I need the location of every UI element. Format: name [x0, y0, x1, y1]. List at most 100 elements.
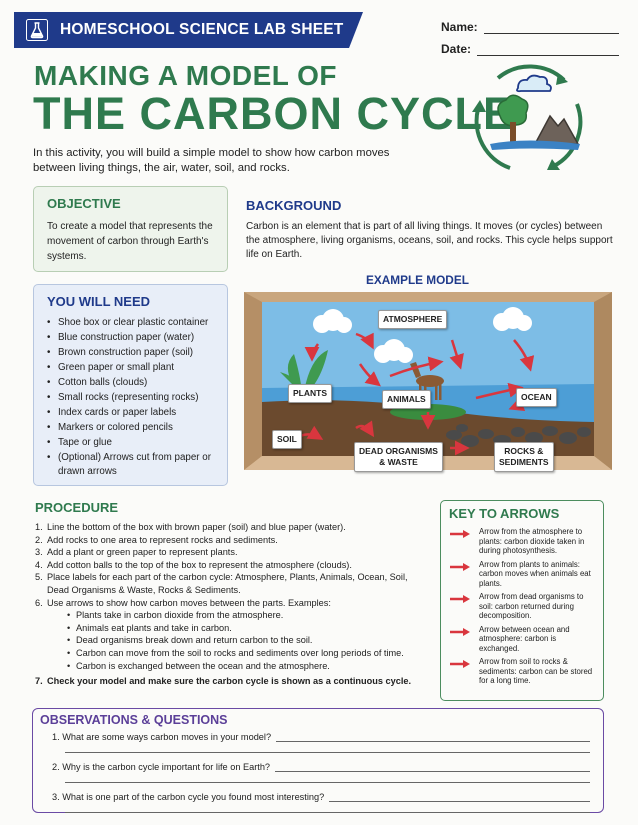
header-banner: HOMESCHOOL SCIENCE LAB SHEET: [14, 12, 363, 48]
step-text: Check your model and make sure the carbo…: [47, 676, 412, 687]
arrow-key-box: KEY TO ARROWS Arrow from the atmosphere …: [440, 500, 604, 701]
step-number: 6.: [35, 597, 43, 608]
question-row: 1. What are some ways carbon moves in yo…: [52, 732, 596, 742]
answer-line[interactable]: [65, 802, 590, 813]
answer-line[interactable]: [276, 732, 590, 742]
materials-heading: YOU WILL NEED: [47, 294, 151, 309]
objective-box: OBJECTIVE To create a model that represe…: [33, 186, 228, 272]
procedure-example: Dead organisms break down and return car…: [67, 634, 430, 647]
materials-item: (Optional) Arrows cut from paper or draw…: [47, 451, 214, 479]
background-section: BACKGROUND Carbon is an element that is …: [246, 198, 616, 262]
procedure-examples: Plants take in carbon dioxide from the a…: [67, 609, 430, 672]
flask-icon: [26, 19, 48, 41]
label-rocks-line-2: SEDIMENTS: [499, 457, 549, 467]
arrow-key-item: Arrow from dead organisms to soil: carbo…: [449, 592, 595, 621]
step-number: 7.: [35, 676, 43, 687]
procedure-step: 6. Use arrows to show how carbon moves be…: [35, 597, 430, 673]
procedure-heading: PROCEDURE: [35, 500, 119, 515]
carbon-cycle-logo-icon: [472, 64, 583, 170]
observations-box: OBSERVATIONS & QUESTIONS 1. What are som…: [32, 708, 604, 813]
label-dead-line-1: DEAD ORGANISMS: [359, 446, 438, 456]
materials-item: Blue construction paper (water): [47, 331, 214, 345]
red-arrow-icon: [450, 530, 470, 538]
question-text: 3. What is one part of the carbon cycle …: [52, 792, 325, 802]
label-animals: ANIMALS: [382, 390, 431, 409]
procedure-step: 1. Line the bottom of the box with brown …: [35, 521, 430, 534]
title-line-1: MAKING A MODEL OF: [34, 60, 338, 91]
date-field[interactable]: [477, 44, 619, 56]
arrow-key-text: Arrow from dead organisms to soil: carbo…: [479, 592, 584, 620]
procedure-list: 1. Line the bottom of the box with brown …: [35, 521, 430, 688]
arrow-key-text: Arrow from the atmosphere to plants: car…: [479, 527, 585, 555]
background-heading: BACKGROUND: [246, 198, 342, 213]
step-text: Line the bottom of the box with brown pa…: [47, 522, 346, 532]
objective-text: To create a model that represents the mo…: [47, 221, 213, 262]
materials-item: Tape or glue: [47, 436, 214, 450]
step-text: Add rocks to one area to represent rocks…: [47, 534, 278, 545]
question-row: 3. What is one part of the carbon cycle …: [52, 792, 596, 802]
step-number: 3.: [35, 547, 43, 558]
answer-line[interactable]: [65, 772, 590, 783]
answer-line[interactable]: [65, 742, 590, 753]
label-dead-line-2: & WASTE: [379, 457, 418, 467]
answer-line[interactable]: [275, 762, 590, 772]
materials-item: Markers or colored pencils: [47, 421, 214, 435]
materials-item: Shoe box or clear plastic container: [47, 316, 214, 330]
name-label: Name:: [441, 20, 478, 34]
question-row: 2. Why is the carbon cycle important for…: [52, 762, 596, 772]
arrow-key-item: Arrow from plants to animals: carbon mov…: [449, 560, 595, 589]
arrow-key-item: Arrow from the atmosphere to plants: car…: [449, 527, 595, 556]
procedure-example: Carbon can move from the soil to rocks a…: [67, 647, 430, 660]
materials-item: Index cards or paper labels: [47, 406, 214, 420]
red-arrow-icon: [450, 562, 470, 571]
example-model-diagram: ATMOSPHERE PLANTS ANIMALS OCEAN SOIL DEA…: [240, 288, 616, 478]
procedure-example: Animals eat plants and take in carbon.: [67, 622, 430, 635]
step-text: Place labels for each part of the carbon…: [47, 572, 408, 595]
example-model-heading: EXAMPLE MODEL: [366, 273, 469, 287]
title-line-2: THE CARBON CYCLE: [33, 88, 515, 139]
date-label: Date:: [441, 42, 472, 56]
materials-box: YOU WILL NEED Shoe box or clear plastic …: [33, 284, 228, 486]
label-ocean: OCEAN: [516, 388, 557, 407]
materials-item: Green paper or small plant: [47, 361, 214, 375]
materials-list: Shoe box or clear plastic container Blue…: [47, 316, 214, 479]
procedure-section: PROCEDURE 1. Line the bottom of the box w…: [35, 500, 430, 688]
procedure-example: Carbon is exchanged between the ocean an…: [67, 660, 430, 673]
label-plants: PLANTS: [288, 384, 332, 403]
procedure-example: Plants take in carbon dioxide from the a…: [67, 609, 430, 622]
procedure-step-final: 7. Check your model and make sure the car…: [35, 675, 430, 688]
red-arrow-icon: [450, 595, 470, 603]
arrow-key-heading: KEY TO ARROWS: [449, 506, 560, 521]
materials-item: Cotton balls (clouds): [47, 376, 214, 390]
step-number: 1.: [35, 522, 43, 532]
step-number: 2.: [35, 534, 43, 545]
label-atmosphere: ATMOSPHERE: [378, 310, 448, 329]
arrow-key-text: Arrow between ocean and atmosphere: carb…: [479, 624, 570, 653]
label-rocks-line-1: ROCKS &: [504, 446, 544, 456]
question-text: 2. Why is the carbon cycle important for…: [52, 762, 271, 772]
materials-item: Small rocks (representing rocks): [47, 391, 214, 405]
arrow-key-item: Arrow between ocean and atmosphere: carb…: [449, 625, 595, 654]
name-field[interactable]: [483, 22, 619, 34]
red-arrow-icon: [450, 627, 470, 636]
procedure-step: 5. Place labels for each part of the carb…: [35, 571, 430, 596]
materials-item: Brown construction paper (soil): [47, 346, 214, 360]
label-dead-organisms: DEAD ORGANISMS & WASTE: [354, 442, 443, 472]
label-soil: SOIL: [272, 430, 302, 449]
procedure-step: 4. Add cotton balls to the top of the box…: [35, 559, 430, 572]
label-rocks-sediments: ROCKS & SEDIMENTS: [494, 442, 554, 472]
step-number: 5.: [35, 572, 43, 583]
step-number: 4.: [35, 559, 43, 570]
question-text: 1. What are some ways carbon moves in yo…: [52, 732, 272, 742]
observations-heading: OBSERVATIONS & QUESTIONS: [40, 713, 228, 727]
arrow-key-item: Arrow from soil to rocks & sediments: ca…: [449, 657, 595, 686]
procedure-step: 3. Add a plant or green paper to represen…: [35, 546, 430, 559]
step-text: Add cotton balls to the top of the box t…: [47, 559, 352, 570]
step-text: Use arrows to show how carbon moves betw…: [47, 597, 331, 608]
step-text: Add a plant or green paper to represent …: [47, 547, 238, 558]
background-text: Carbon is an element that is part of all…: [246, 221, 613, 260]
banner-title: HOMESCHOOL SCIENCE LAB SHEET: [60, 21, 344, 38]
name-date-fields: Name: Date:: [441, 14, 619, 58]
arrow-key-text: Arrow from plants to animals: carbon mov…: [479, 559, 591, 588]
answer-line[interactable]: [329, 792, 590, 802]
